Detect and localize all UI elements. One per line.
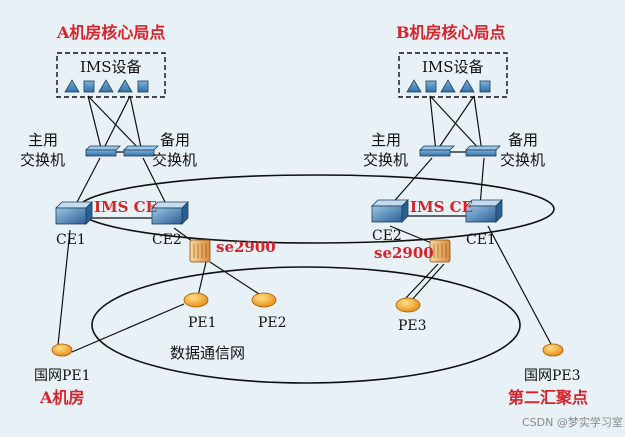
se2900-label-b: se2900 xyxy=(374,244,434,262)
backup-switch-label-a: 备用 交换机 xyxy=(152,131,197,169)
ims-device-icons-b xyxy=(406,79,491,93)
backup-switch-line2-a: 交换机 xyxy=(152,151,197,169)
pe1-label: PE1 xyxy=(188,315,217,331)
backup-switch-line2-b: 交换机 xyxy=(500,151,545,169)
primary-switch-label-a: 主用 交换机 xyxy=(20,131,65,169)
national-pe1-label: 国网PE1 xyxy=(34,368,91,384)
pe2-label: PE2 xyxy=(258,315,287,331)
ims-device-icons-a xyxy=(64,79,149,93)
second-aggregation-label: 第二汇聚点 xyxy=(508,388,588,407)
room-a-label: A机房 xyxy=(39,388,84,407)
ims-equipment-box-a: IMS设备 xyxy=(56,52,166,98)
ims-ce-label-b: IMS CE xyxy=(410,198,473,216)
site-a-title: A机房核心局点 xyxy=(56,23,165,42)
se2900-icon xyxy=(189,239,451,263)
ce1-label-b: CE1 xyxy=(466,232,496,248)
site-b-title: B机房核心局点 xyxy=(396,23,506,42)
data-network-ring xyxy=(91,266,521,384)
ce1-label-a: CE1 xyxy=(56,232,86,248)
pe3-label: PE3 xyxy=(398,318,427,334)
ce2-label-a: CE2 xyxy=(152,232,182,248)
ce2-label-b: CE2 xyxy=(372,228,402,244)
ims-box-label-b: IMS设备 xyxy=(422,58,484,76)
se2900-label-a: se2900 xyxy=(216,238,276,256)
primary-switch-line2-a: 交换机 xyxy=(20,151,65,169)
ims-equipment-box-b: IMS设备 xyxy=(398,52,508,98)
pe-router-icon xyxy=(51,292,564,357)
primary-switch-label-b: 主用 交换机 xyxy=(363,131,408,169)
backup-switch-line1-b: 备用 xyxy=(508,131,538,149)
ims-ce-label-a: IMS CE xyxy=(94,198,157,216)
ce-router-icon xyxy=(55,199,503,225)
primary-switch-line1-b: 主用 xyxy=(371,131,401,149)
primary-switch-line1-a: 主用 xyxy=(28,131,58,149)
primary-switch-line2-b: 交换机 xyxy=(363,151,408,169)
switch-icon xyxy=(85,145,501,157)
links-site-b xyxy=(389,95,553,347)
backup-switch-label-b: 备用 交换机 xyxy=(500,131,545,169)
ims-box-label-a: IMS设备 xyxy=(80,58,142,76)
data-network-label: 数据通信网 xyxy=(170,344,245,362)
watermark: CSDN @梦实学习室 xyxy=(522,415,623,429)
national-pe3-label: 国网PE3 xyxy=(524,368,581,384)
backup-switch-line1-a: 备用 xyxy=(160,131,190,149)
